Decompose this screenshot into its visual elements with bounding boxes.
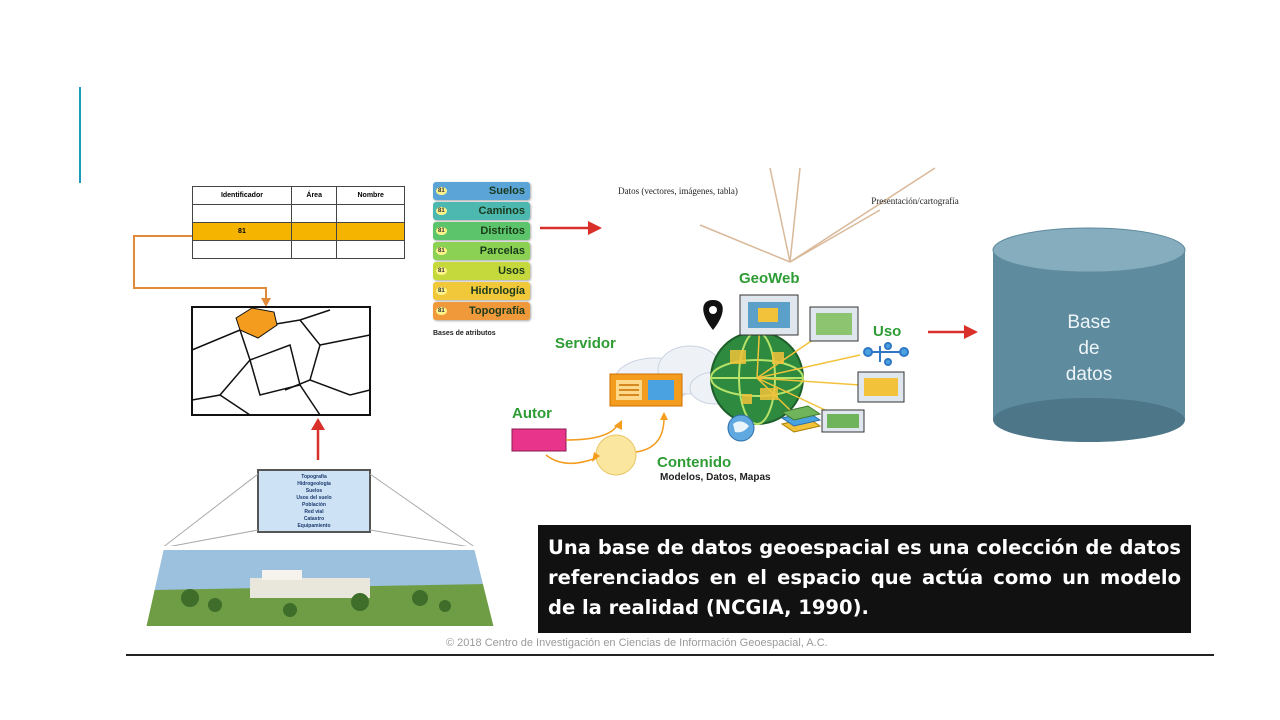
map-window-icon: [809, 306, 859, 342]
fan-lines: [699, 167, 936, 263]
layer-tag: 81: [436, 267, 447, 275]
screen-layer-list: Topografía Hidrogeología Suelos Usos del…: [262, 474, 366, 530]
attribute-table: Identificador Área Nombre 81: [192, 186, 405, 259]
label-contenido-sub: Modelos, Datos, Mapas: [660, 472, 771, 483]
database-line: datos: [1065, 364, 1113, 385]
database-cylinder-icon: [992, 227, 1186, 442]
layer-label: Topografía: [468, 305, 525, 317]
screen-layer-item: Equipamiento: [297, 523, 331, 529]
layer-tag: 81: [436, 227, 447, 235]
layer-tag: 81: [436, 307, 447, 315]
layer-item: 81 Parcelas: [433, 242, 530, 260]
landscape-photo: [141, 546, 499, 630]
layer-item: 81 Suelos: [433, 182, 530, 200]
layer-tag: 81: [436, 187, 447, 195]
layer-label: Hidrología: [470, 285, 525, 297]
content-icon: [595, 434, 637, 476]
map-pin-icon: [703, 300, 723, 330]
layer-item: 81 Hidrología: [433, 282, 530, 300]
connector-line: [133, 235, 267, 302]
layer-item: 81 Distritos: [433, 222, 530, 240]
layer-label: Caminos: [478, 205, 525, 217]
accent-line: [79, 87, 81, 183]
map-window-icon: [821, 409, 865, 433]
layer-item: 81 Usos: [433, 262, 530, 280]
footer-divider: [126, 654, 1214, 656]
network-tree-icon: [863, 342, 909, 366]
projection-lines: [161, 473, 477, 549]
layer-label: Distritos: [480, 225, 525, 237]
copyright-text: © 2018 Centro de Investigación en Cienci…: [446, 637, 828, 649]
label-datos: Datos (vectores, imágenes, tabla): [618, 186, 738, 196]
map-window-icon: [857, 371, 905, 403]
label-presentacion: Presentación/cartografía: [871, 196, 959, 206]
screen-layer-item: Usos del suelo: [296, 495, 332, 501]
layer-tag: 81: [436, 247, 447, 255]
screen-layer-item: Red vial: [304, 509, 324, 515]
label-geoweb: GeoWeb: [739, 270, 800, 287]
connector-arrowhead: [261, 298, 271, 307]
label-uso: Uso: [873, 323, 902, 340]
map-window-icon: [739, 294, 799, 336]
label-servidor: Servidor: [555, 335, 616, 352]
layer-label: Suelos: [488, 185, 525, 197]
table-row: [192, 240, 405, 259]
layer-stack-icon: [780, 405, 822, 433]
screen-layer-item: Suelos: [305, 488, 323, 494]
layer-tag: 81: [436, 207, 447, 215]
screen-layer-item: Población: [302, 502, 326, 508]
label-autor: Autor: [512, 405, 552, 422]
screen-layer-item: Topografía: [301, 474, 327, 480]
layer-tag: 81: [436, 287, 447, 295]
layer-label: Usos: [498, 265, 525, 277]
author-icon: [511, 428, 567, 452]
layer-item: 81 Caminos: [433, 202, 530, 220]
highlighted-parcel: [235, 307, 278, 339]
layer-list: 81 Suelos 81 Caminos 81 Distritos 81 Par…: [433, 182, 530, 322]
layer-label: Parcelas: [479, 245, 525, 257]
database-line: de: [1078, 338, 1100, 359]
screen-layer-item: Hidrogeología: [297, 481, 331, 487]
definition-quote: Una base de datos geoespacial es una col…: [538, 525, 1191, 633]
label-contenido: Contenido: [657, 454, 732, 471]
layer-screen: [257, 469, 371, 533]
layers-caption: Bases de atributos: [433, 330, 496, 337]
screen-layer-item: Catastro: [303, 516, 325, 522]
layer-item: 81 Topografía: [433, 302, 530, 320]
database-label: Base de datos: [1000, 310, 1178, 388]
database-line: Base: [1067, 312, 1111, 333]
